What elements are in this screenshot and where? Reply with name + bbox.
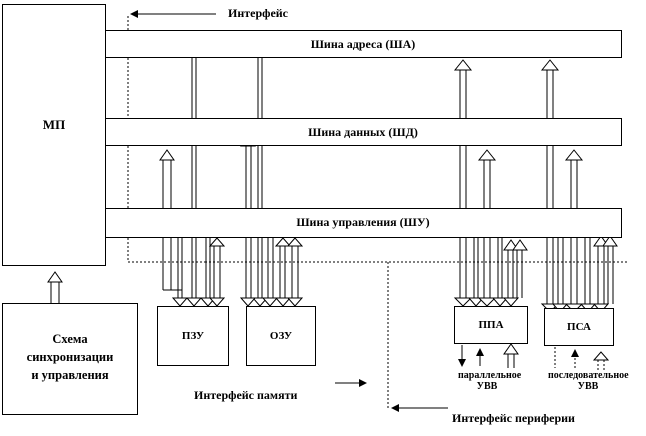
mp-label: МП	[42, 117, 66, 132]
address-bus-label: Шина адреса (ША)	[310, 37, 416, 51]
address-bus: Шина адреса (ША)	[104, 30, 622, 58]
parallel-label-line1: параллельное	[458, 370, 522, 381]
ram-label: ОЗУ	[269, 330, 293, 342]
rom-label: ПЗУ	[181, 330, 205, 342]
data-bus: Шина данных (ШД)	[104, 118, 622, 146]
serial-label-line1: последовательное	[548, 370, 629, 381]
sync-link	[50, 282, 60, 303]
peripheral-connectors	[459, 70, 614, 304]
serial-io-label: последовательное УВВ	[548, 370, 629, 392]
io-lines	[458, 345, 605, 372]
sync-label-line3: и управления	[31, 368, 109, 382]
ram-block: ОЗУ	[246, 306, 316, 366]
psa-block: ПСА	[544, 308, 614, 346]
parallel-io-label: параллельное УВВ	[458, 370, 522, 392]
ppa-block: ППА	[454, 306, 528, 344]
control-bus: Шина управления (ШУ)	[104, 208, 622, 238]
ppa-label: ППА	[478, 319, 504, 331]
microprocessor-block: МП	[2, 4, 106, 266]
psa-label: ПСА	[567, 321, 591, 333]
parallel-label-line2: УВВ	[476, 381, 498, 392]
serial-label-line2: УВВ	[577, 381, 599, 392]
memory-interface-label: Интерфейс памяти	[194, 388, 298, 402]
rom-block: ПЗУ	[157, 306, 229, 366]
data-bus-label: Шина данных (ШД)	[308, 125, 418, 139]
control-bus-label: Шина управления (ШУ)	[296, 215, 430, 229]
memory-connectors	[162, 58, 299, 298]
sync-label-line2: синхронизации	[26, 350, 114, 364]
sync-control-block: Схема синхронизации и управления	[2, 303, 138, 415]
interface-label: Интерфейс	[228, 6, 289, 20]
sync-label-line1: Схема	[52, 332, 88, 346]
peripheral-interface-label: Интерфейс периферии	[452, 411, 575, 425]
